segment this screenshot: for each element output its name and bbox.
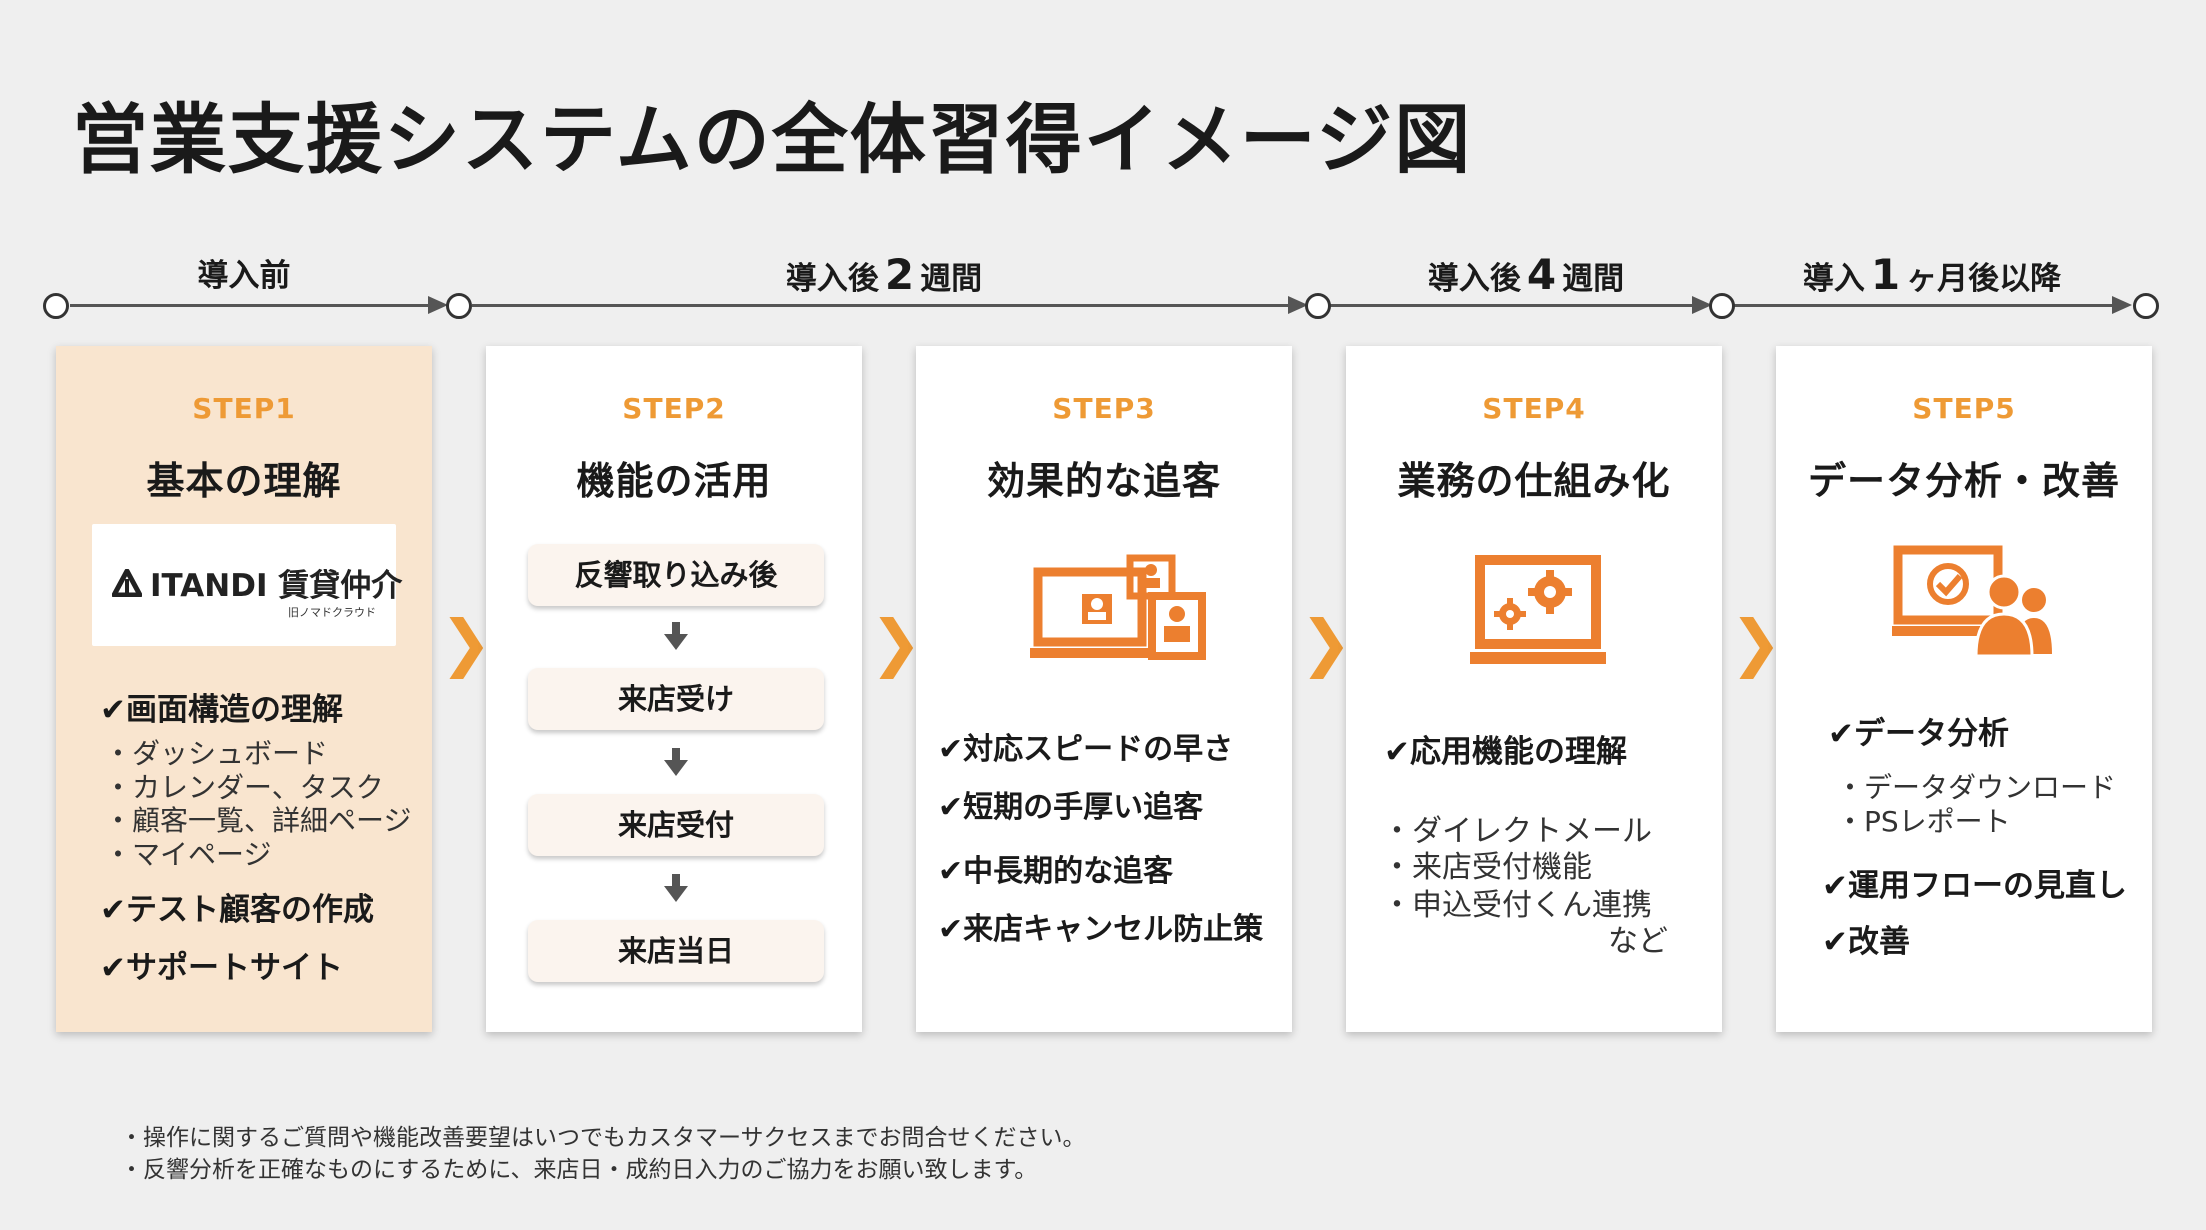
logo-sub: 旧ノマドクラウド	[288, 606, 376, 619]
check-item: ✔中長期的な追客	[938, 854, 1174, 889]
step5-card: STEP5 データ分析・改善 ✔データ分析 ・データダウンロード ・PSレポート…	[1776, 346, 2152, 1032]
flow-box: 来店受付	[528, 794, 824, 856]
timeline-arrow	[1692, 296, 1712, 314]
check-item: ✔画面構造の理解	[100, 692, 343, 728]
sub-item: ・ダッシュボード	[104, 737, 329, 770]
arrow-down-icon	[664, 874, 688, 902]
sub-item: ・PSレポート	[1836, 805, 2011, 838]
step4-card: STEP4 業務の仕組み化 ✔応用機能の理解 ・ダイレクトメール ・来店受付機能…	[1346, 346, 1722, 1032]
step-label: STEP4	[1482, 392, 1586, 425]
arrow-down-icon	[664, 748, 688, 776]
monitor-team-icon	[1892, 545, 2052, 656]
laptop-gear-icon	[1470, 555, 1606, 664]
arrow-down-icon	[664, 622, 688, 650]
check-item: ✔データ分析	[1828, 716, 2009, 752]
chevron-right-icon: ❯	[1300, 606, 1352, 679]
timeline-segment	[1330, 304, 1698, 307]
step-label: STEP1	[192, 392, 296, 425]
timeline-node	[43, 293, 69, 319]
sub-item: など	[1608, 924, 1668, 959]
timeline-segment	[70, 304, 432, 307]
chevron-right-icon: ❯	[440, 606, 492, 679]
step-label: STEP2	[622, 392, 726, 425]
step1-card: STEP1 基本の理解 ITANDI 賃貸仲介 旧ノマドクラウド ✔画面構造の理…	[56, 346, 432, 1032]
check-item: ✔改善	[1822, 924, 1910, 960]
step-title: 機能の活用	[576, 459, 772, 503]
itandi-mark-icon	[112, 568, 142, 597]
step-title: 効果的な追客	[986, 459, 1221, 503]
check-item: ✔運用フローの見直し	[1822, 868, 2127, 904]
footnote: ・操作に関するご質問や機能改善要望はいつでもカスタマーサクセスまでお問合せくださ…	[120, 1125, 1086, 1151]
timeline-node	[446, 293, 472, 319]
timeline-node	[1709, 293, 1735, 319]
step2-card: STEP2 機能の活用 反響取り込み後 来店受け 来店受付 来店当日	[486, 346, 862, 1032]
chevron-right-icon: ❯	[1730, 606, 1782, 679]
sub-item: ・マイページ	[104, 838, 272, 871]
timeline-node	[1305, 293, 1331, 319]
check-item: ✔テスト顧客の作成	[100, 892, 374, 928]
sub-item: ・顧客一覧、詳細ページ	[104, 804, 412, 837]
timeline-node	[2133, 293, 2159, 319]
flow-box: 反響取り込み後	[528, 544, 824, 606]
itandi-logo: ITANDI 賃貸仲介 旧ノマドクラウド	[92, 524, 402, 646]
sub-item: ・申込受付くん連携	[1382, 888, 1652, 923]
check-item: ✔対応スピードの早さ	[938, 732, 1234, 767]
flow-box: 来店当日	[528, 920, 824, 982]
step-label: STEP3	[1052, 392, 1156, 425]
flow-box: 来店受け	[528, 668, 824, 730]
check-item: ✔短期の手厚い追客	[938, 790, 1204, 825]
check-item: ✔来店キャンセル防止策	[938, 912, 1264, 947]
footnote: ・反響分析を正確なものにするために、来店日・成約日入力のご協力をお願い致します。	[120, 1157, 1038, 1183]
timeline-arrow	[1288, 296, 1308, 314]
timeline-arrow	[428, 296, 448, 314]
devices-user-icon	[1030, 554, 1206, 660]
timeline-segment	[472, 304, 1294, 307]
step3-card: STEP3 効果的な追客 ✔対応スピードの早さ ✔短期の手厚い追客 ✔中長期的な…	[916, 346, 1292, 1032]
timeline-segment	[1734, 304, 2116, 307]
chevron-right-icon: ❯	[870, 606, 922, 679]
step-title: データ分析・改善	[1807, 459, 2120, 503]
step-label: STEP5	[1912, 392, 2016, 425]
sub-item: ・ダイレクトメール	[1382, 814, 1652, 849]
sub-item: ・データダウンロード	[1836, 771, 2117, 804]
check-item: ✔応用機能の理解	[1384, 734, 1627, 770]
page-title: 営業支援システムの全体習得イメージ図	[72, 95, 1473, 184]
logo-name: ITANDI 賃貸仲介	[150, 568, 403, 604]
check-item: ✔サポートサイト	[100, 950, 343, 986]
timeline-label-phase1: 導入前	[197, 258, 291, 294]
step-title: 基本の理解	[146, 459, 342, 503]
timeline-arrow	[2112, 296, 2132, 314]
sub-item: ・来店受付機能	[1382, 850, 1592, 885]
sub-item: ・カレンダー、タスク	[104, 771, 384, 804]
step-title: 業務の仕組み化	[1397, 459, 1671, 503]
